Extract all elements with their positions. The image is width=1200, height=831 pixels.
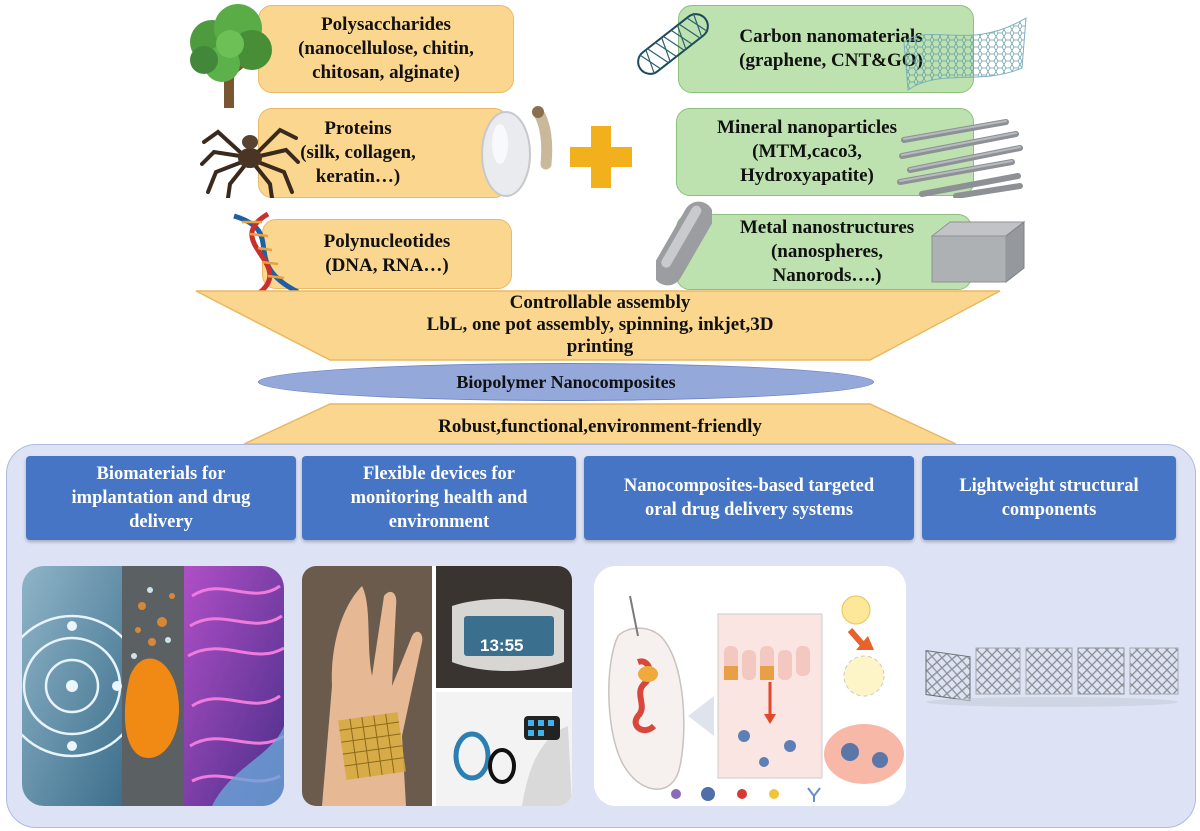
application-header-biomaterials: Biomaterials for implantation and drug d…	[26, 456, 296, 540]
polynucleotides-title: Polynucleotides	[323, 231, 451, 252]
nanorods-icon	[897, 119, 1023, 198]
properties-text: Robust,functional,environment-friendly	[438, 416, 762, 437]
mineral-examples-1: (MTM,caco3,	[752, 141, 862, 162]
polysaccharides-title: Polysaccharides	[321, 14, 451, 35]
polysaccharides-examples-2: chitosan, alginate)	[312, 62, 460, 83]
biomaterials-image	[22, 566, 284, 806]
oral-drug-delivery-image	[594, 566, 906, 806]
plus-icon	[570, 126, 632, 188]
mineral-title: Mineral nanoparticles	[717, 117, 897, 138]
metal-examples-2: Nanorods….)	[772, 265, 882, 286]
nanosphere-capsule-icon	[656, 201, 712, 286]
mineral-examples-2: Hydroxyapatite)	[740, 165, 874, 186]
dna-helix-icon	[233, 212, 300, 296]
cube-icon	[930, 220, 1026, 284]
proteins-examples-2: keratin…)	[315, 166, 401, 187]
watch-time-text: 13:55	[480, 636, 524, 655]
assembly-funnel	[195, 290, 1001, 445]
carbon-examples: (graphene, CNT&GO)	[739, 50, 923, 71]
lattice-structures-image	[922, 640, 1184, 710]
flexible-devices-image: 13:55	[302, 566, 572, 806]
proteins-examples-1: (silk, collagen,	[300, 142, 416, 163]
metal-title: Metal nanostructures	[739, 217, 915, 238]
polysaccharides-examples-1: (nanocellulose, chitin,	[298, 38, 474, 59]
carbon-title: Carbon nanomaterials	[739, 26, 923, 47]
metal-examples-1: (nanospheres,	[770, 241, 884, 262]
application-header-flexible-devices: Flexible devices for monitoring health a…	[302, 456, 576, 540]
spider-icon	[200, 127, 300, 198]
polynucleotides-examples: (DNA, RNA…)	[325, 255, 449, 276]
assembly-text: Controllable assembly LbL, one pot assem…	[300, 292, 900, 358]
proteins-title: Proteins	[324, 118, 392, 139]
tree-icon	[190, 4, 272, 108]
silk-cocoon-icon	[481, 106, 553, 197]
assembly-title: Controllable assembly	[509, 292, 691, 313]
application-header-oral-drug-delivery: Nanocomposites-based targeted oral drug …	[584, 456, 914, 540]
polysaccharides-box: Polysaccharides (nanocellulose, chitin, …	[258, 5, 514, 93]
assembly-methods-1: LbL, one pot assembly, spinning, inkjet,…	[426, 314, 774, 335]
metal-nanostructures-box: Metal nanostructures (nanospheres, Nanor…	[676, 214, 972, 290]
application-header-lightweight-structural: Lightweight structural components	[922, 456, 1176, 540]
center-label: Biopolymer Nanocomposites	[456, 371, 676, 392]
graphene-sheet-icon	[903, 17, 1027, 91]
biopolymer-nanocomposites-ellipse: Biopolymer Nanocomposites	[258, 363, 874, 401]
assembly-methods-2: printing	[566, 336, 634, 357]
proteins-box: Proteins (silk, collagen, keratin…)	[258, 108, 508, 198]
nanotube-icon	[637, 12, 709, 75]
